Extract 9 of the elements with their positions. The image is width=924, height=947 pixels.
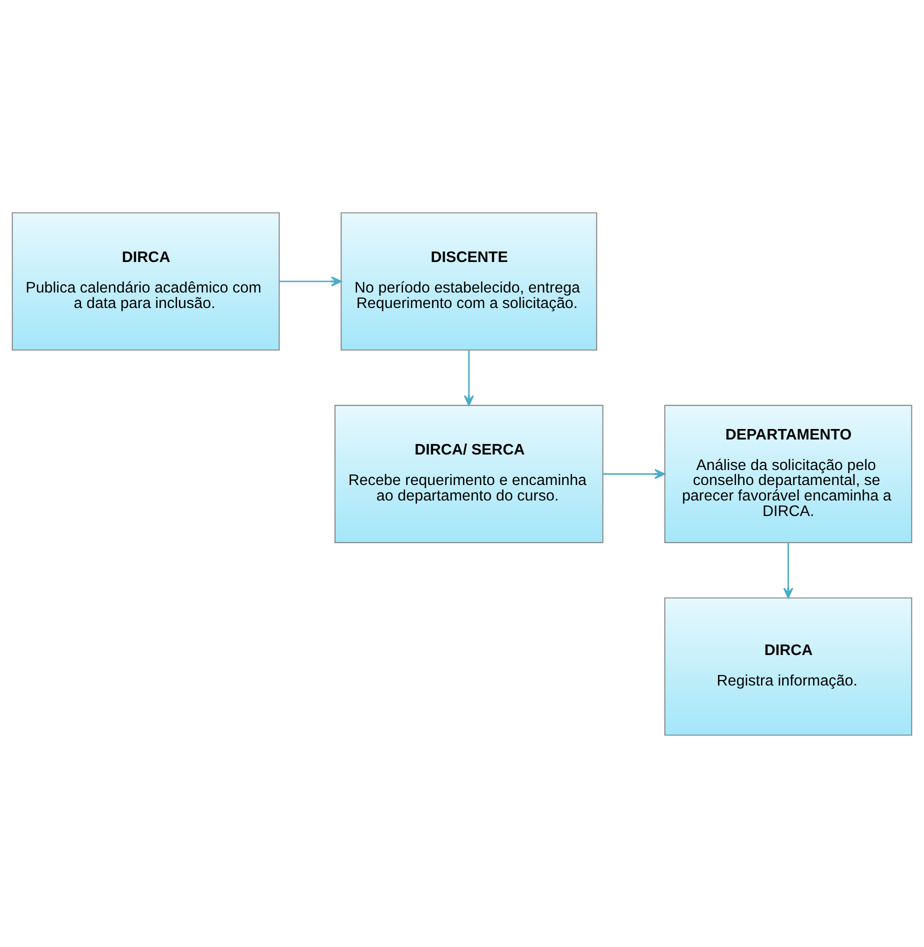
node-box: DIRCA/ SERCA Recebe requerimento e encaminha ao departamento do curso. bbox=[334, 404, 604, 543]
node-box: DEPARTAMENTO Análise da solicitação pelo conselho departamental, se parecer favorável encaminha a DIRCA. bbox=[664, 404, 912, 543]
arrow bbox=[464, 350, 474, 406]
node-box: DISCENTE No período estabelecido, entrega Requerimento com a solicitação. bbox=[340, 212, 598, 350]
arrow bbox=[279, 276, 342, 286]
arrow bbox=[603, 468, 666, 478]
node-box: DIRCA Registra informação. bbox=[664, 596, 912, 736]
node-box: DIRCA Publica calendário acadêmico com a data para inclusão. bbox=[12, 212, 280, 350]
arrow bbox=[783, 542, 794, 598]
